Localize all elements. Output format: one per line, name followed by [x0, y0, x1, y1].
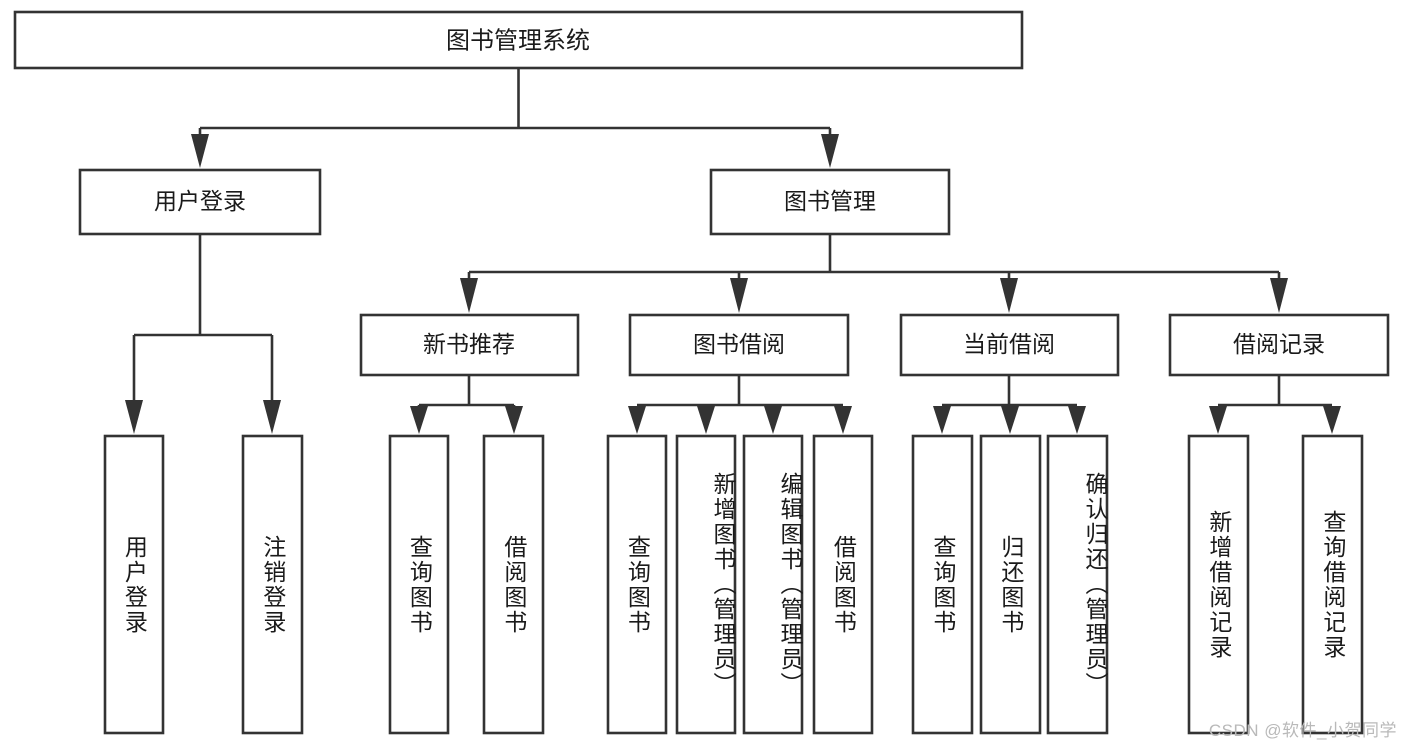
node-level1-book-manage[interactable]: 图书管理 [709, 168, 951, 236]
box-leaf-query-book-3[interactable] [911, 434, 974, 735]
box-leaf-borrow-book-2[interactable] [812, 434, 874, 735]
node-level2-book-borrow[interactable]: 图书借阅 [628, 313, 850, 377]
box-borrow-record[interactable] [1168, 313, 1390, 377]
connector-group-user-login [125, 234, 281, 434]
box-leaf-query-book-1[interactable] [388, 434, 450, 735]
node-level1-user-login[interactable]: 用户登录 [78, 168, 322, 236]
box-leaf-user-login[interactable] [103, 434, 165, 735]
connector-group-book-manage [460, 234, 1288, 313]
connector-group-borrow-record [1209, 375, 1341, 434]
box-leaf-confirm-return[interactable] [1046, 434, 1109, 735]
watermark-text: CSDN @软件_小贺同学 [1208, 721, 1397, 740]
leaf-boxes-group [103, 434, 1364, 735]
label-book-manage: 图书管理 [784, 188, 876, 214]
arrow-head-icon [697, 406, 715, 434]
arrow-head-icon [460, 278, 478, 313]
box-system-title[interactable] [13, 10, 1024, 70]
box-leaf-query-borrow-record[interactable] [1301, 434, 1364, 735]
box-leaf-add-book[interactable] [675, 434, 737, 735]
node-level2-new-book-recommend[interactable]: 新书推荐 [359, 313, 580, 377]
box-current-borrow[interactable] [899, 313, 1120, 377]
arrow-head-icon [1000, 278, 1018, 313]
box-leaf-add-borrow-record[interactable] [1187, 434, 1250, 735]
connector-group-root [191, 68, 839, 168]
arrow-head-icon [191, 134, 209, 168]
arrow-head-icon [730, 278, 748, 313]
arrow-head-icon [821, 134, 839, 168]
arrow-head-icon [628, 406, 646, 434]
box-leaf-query-book-2[interactable] [606, 434, 668, 735]
label-borrow-record: 借阅记录 [1233, 331, 1325, 357]
arrow-head-icon [1068, 406, 1086, 434]
label-current-borrow: 当前借阅 [963, 331, 1055, 357]
box-new-book-recommend[interactable] [359, 313, 580, 377]
arrow-head-icon [1323, 406, 1341, 434]
node-title-box[interactable]: 图书管理系统 [13, 10, 1024, 70]
label-user-login: 用户登录 [154, 188, 246, 214]
arrow-head-icon [933, 406, 951, 434]
arrow-head-icon [505, 406, 523, 434]
connector-group-current-borrow [933, 375, 1086, 434]
box-book-manage[interactable] [709, 168, 951, 236]
arrow-head-icon [764, 406, 782, 434]
box-leaf-logout-login[interactable] [241, 434, 304, 735]
box-leaf-return-book[interactable] [979, 434, 1042, 735]
box-leaf-borrow-book-1[interactable] [482, 434, 545, 735]
label-system-title: 图书管理系统 [446, 27, 590, 54]
arrow-head-icon [125, 400, 143, 434]
box-book-borrow[interactable] [628, 313, 850, 377]
label-book-borrow: 图书借阅 [693, 331, 785, 357]
connector-group-book-borrow [628, 375, 852, 434]
arrow-head-icon [1270, 278, 1288, 313]
box-user-login[interactable] [78, 168, 322, 236]
arrow-head-icon [834, 406, 852, 434]
box-leaf-edit-book[interactable] [742, 434, 804, 735]
node-level2-current-borrow[interactable]: 当前借阅 [899, 313, 1120, 377]
arrow-head-icon [1209, 406, 1227, 434]
connector-group-new-book-recommend [410, 375, 523, 434]
arrow-head-icon [410, 406, 428, 434]
node-level2-borrow-record[interactable]: 借阅记录 [1168, 313, 1390, 377]
label-new-book-recommend: 新书推荐 [423, 331, 515, 357]
arrow-head-icon [263, 400, 281, 434]
arrow-head-icon [1001, 406, 1019, 434]
